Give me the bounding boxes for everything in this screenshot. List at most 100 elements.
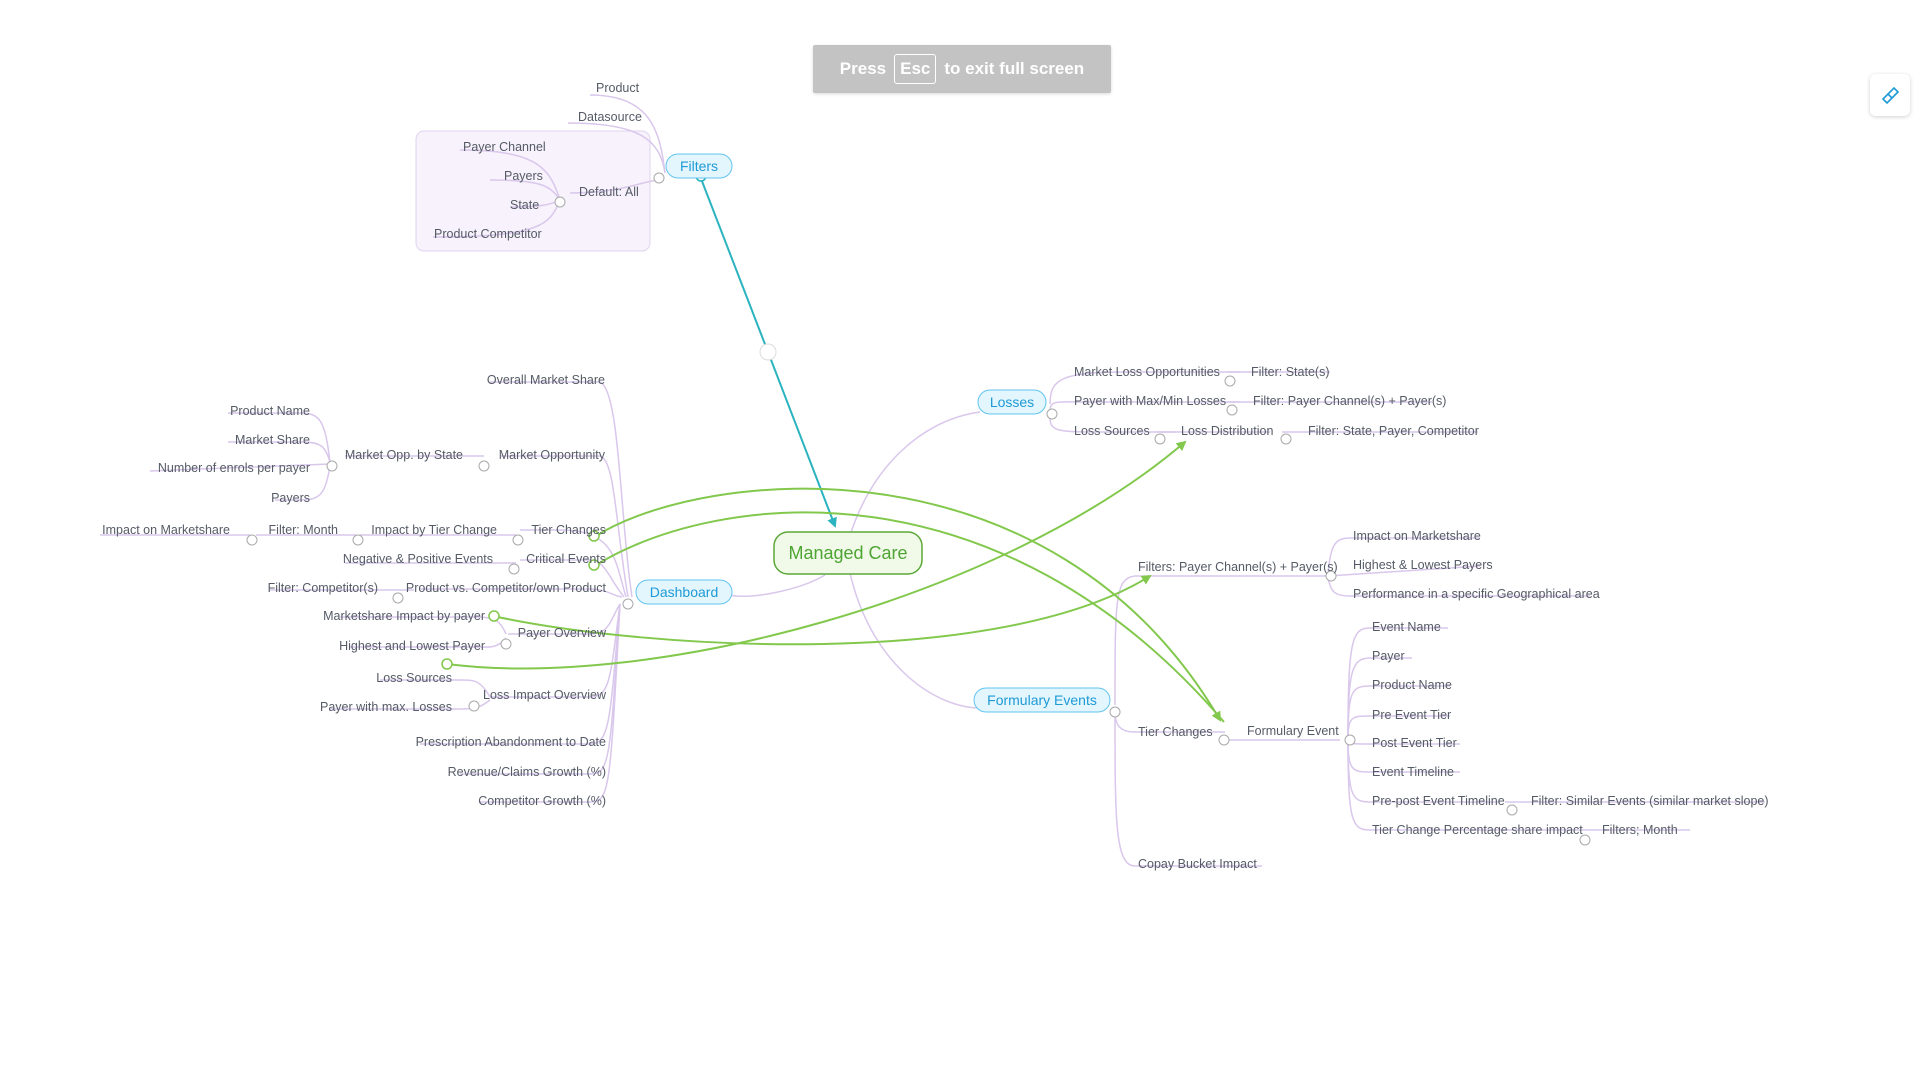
collapse-toggle[interactable]	[246, 534, 258, 546]
collapse-toggle[interactable]	[508, 563, 520, 575]
relation-handle-tier[interactable]	[588, 530, 600, 542]
collapse-toggles[interactable]	[246, 172, 1591, 846]
node-loss-sources[interactable]: Loss Sources	[1074, 424, 1150, 438]
node-market-loss[interactable]: Market Loss Opportunities	[1074, 365, 1220, 379]
collapse-toggle[interactable]	[468, 700, 480, 712]
node-overall-share[interactable]: Overall Market Share	[487, 373, 605, 387]
topic-dashboard[interactable]: Dashboard	[635, 579, 733, 605]
relation-handle-marketshare[interactable]	[488, 610, 500, 622]
node-payer[interactable]: Payer	[1372, 649, 1405, 663]
node-filter-month[interactable]: Filter: Month	[269, 523, 339, 537]
node-market-opp-state[interactable]: Market Opp. by State	[345, 448, 463, 462]
node-product[interactable]: Product	[596, 81, 640, 95]
node-product-vs[interactable]: Product vs. Competitor/own Product	[406, 581, 607, 595]
node-payer-channel[interactable]: Payer Channel	[463, 140, 546, 154]
collapse-toggle[interactable]	[1344, 734, 1356, 746]
toast-press: Press	[839, 59, 887, 78]
node-loss-sources[interactable]: Loss Sources	[376, 671, 452, 685]
node-filter-spc[interactable]: Filter: State, Payer, Competitor	[1308, 424, 1479, 438]
collapse-toggle[interactable]	[1218, 734, 1230, 746]
collapse-toggle[interactable]	[392, 592, 404, 604]
filters-boundary	[415, 130, 651, 252]
relation-handle-loss[interactable]	[441, 658, 453, 670]
node-copay[interactable]: Copay Bucket Impact	[1138, 857, 1257, 871]
brush-tool-button[interactable]	[1870, 74, 1910, 116]
node-highest-lowest[interactable]: Highest & Lowest Payers	[1353, 558, 1493, 572]
node-product-competitor[interactable]: Product Competitor	[434, 227, 542, 241]
node-product-name[interactable]: Product Name	[230, 404, 310, 418]
node-market-opportunity[interactable]: Market Opportunity	[499, 448, 606, 462]
collapse-toggle[interactable]	[478, 460, 490, 472]
node-post-event-tier[interactable]: Post Event Tier	[1372, 736, 1457, 750]
relation-control-point[interactable]	[759, 343, 777, 361]
collapse-toggle[interactable]	[1325, 570, 1337, 582]
relation-handle-critical[interactable]	[588, 559, 600, 571]
collapse-toggle[interactable]	[1224, 375, 1236, 387]
collapse-toggle[interactable]	[1579, 834, 1591, 846]
node-prescription[interactable]: Prescription Abandonment to Date	[416, 735, 606, 749]
node-product-name[interactable]: Product Name	[1372, 678, 1452, 692]
collapse-toggle[interactable]	[1154, 433, 1166, 445]
node-marketshare-payer[interactable]: Marketshare Impact by payer	[323, 609, 485, 623]
topic-losses[interactable]: Losses	[977, 389, 1047, 415]
node-default-all[interactable]: Default: All	[579, 185, 639, 199]
collapse-toggle[interactable]	[500, 638, 512, 650]
node-payer-maxmin[interactable]: Payer with Max/Min Losses	[1074, 394, 1226, 408]
node-event-name[interactable]: Event Name	[1372, 620, 1441, 634]
node-enrols[interactable]: Number of enrols per payer	[158, 461, 310, 475]
node-performance[interactable]: Performance in a specific Geographical a…	[1353, 587, 1600, 601]
node-formulary-event[interactable]: Formulary Event	[1247, 724, 1339, 738]
collapse-toggle[interactable]	[1506, 804, 1518, 816]
node-payer-overview[interactable]: Payer Overview	[518, 626, 607, 640]
node-tier-changes[interactable]: Tier Changes	[531, 523, 606, 537]
topic-filters[interactable]: Filters	[665, 153, 733, 179]
collapse-toggle[interactable]	[622, 598, 634, 610]
node-filter-payer[interactable]: Filter: Payer Channel(s) + Payer(s)	[1253, 394, 1446, 408]
root-label: Managed Care	[788, 543, 907, 563]
node-tier-changes[interactable]: Tier Changes	[1138, 725, 1213, 739]
topic-filters-label: Filters	[680, 158, 718, 174]
node-neg-pos[interactable]: Negative & Positive Events	[343, 552, 493, 566]
node-revenue[interactable]: Revenue/Claims Growth (%)	[448, 765, 606, 779]
node-highest-lowest-payer[interactable]: Highest and Lowest Payer	[339, 639, 485, 653]
collapse-toggle[interactable]	[1226, 404, 1238, 416]
collapse-toggle[interactable]	[352, 534, 364, 546]
brush-tool-icon	[1881, 86, 1900, 105]
node-filters-payer[interactable]: Filters: Payer Channel(s) + Payer(s)	[1138, 560, 1338, 574]
node-filter-similar[interactable]: Filter: Similar Events (similar market s…	[1531, 794, 1769, 808]
node-tier-change-pct[interactable]: Tier Change Percentage share impact	[1372, 823, 1583, 837]
node-filters-month[interactable]: Filters; Month	[1602, 823, 1678, 837]
collapse-toggle[interactable]	[1280, 433, 1292, 445]
collapse-toggle[interactable]	[512, 534, 524, 546]
node-state[interactable]: State	[510, 198, 539, 212]
collapse-toggle[interactable]	[653, 172, 665, 184]
topic-losses-label: Losses	[990, 394, 1034, 410]
node-competitor-growth[interactable]: Competitor Growth (%)	[478, 794, 606, 808]
node-payers[interactable]: Payers	[271, 491, 310, 505]
branch-lines	[100, 94, 1765, 867]
node-pre-event-tier[interactable]: Pre Event Tier	[1372, 708, 1451, 722]
node-critical-events[interactable]: Critical Events	[526, 552, 606, 566]
node-loss-impact[interactable]: Loss Impact Overview	[483, 688, 607, 702]
relationship-lines	[446, 175, 1225, 723]
node-prepost-timeline[interactable]: Pre-post Event Timeline	[1372, 794, 1505, 808]
node-impact-tier[interactable]: Impact by Tier Change	[371, 523, 497, 537]
collapse-toggle[interactable]	[554, 196, 566, 208]
node-market-share[interactable]: Market Share	[235, 433, 310, 447]
root-node[interactable]: Managed Care	[773, 531, 923, 575]
topic-dashboard-label: Dashboard	[650, 584, 719, 600]
collapse-toggle[interactable]	[1046, 408, 1058, 420]
node-filter-states[interactable]: Filter: State(s)	[1251, 365, 1330, 379]
node-impact-marketshare[interactable]: Impact on Marketshare	[102, 523, 230, 537]
node-datasource[interactable]: Datasource	[578, 110, 642, 124]
node-payers[interactable]: Payers	[504, 169, 543, 183]
node-payer-max-losses[interactable]: Payer with max. Losses	[320, 700, 452, 714]
node-filter-competitor[interactable]: Filter: Competitor(s)	[268, 581, 378, 595]
toast-suffix: to exit full screen	[944, 59, 1085, 78]
collapse-toggle[interactable]	[1109, 706, 1121, 718]
node-loss-distribution[interactable]: Loss Distribution	[1181, 424, 1273, 438]
node-event-timeline[interactable]: Event Timeline	[1372, 765, 1454, 779]
node-impact-marketshare[interactable]: Impact on Marketshare	[1353, 529, 1481, 543]
topic-formulary-events[interactable]: Formulary Events	[973, 687, 1111, 713]
collapse-toggle[interactable]	[326, 460, 338, 472]
